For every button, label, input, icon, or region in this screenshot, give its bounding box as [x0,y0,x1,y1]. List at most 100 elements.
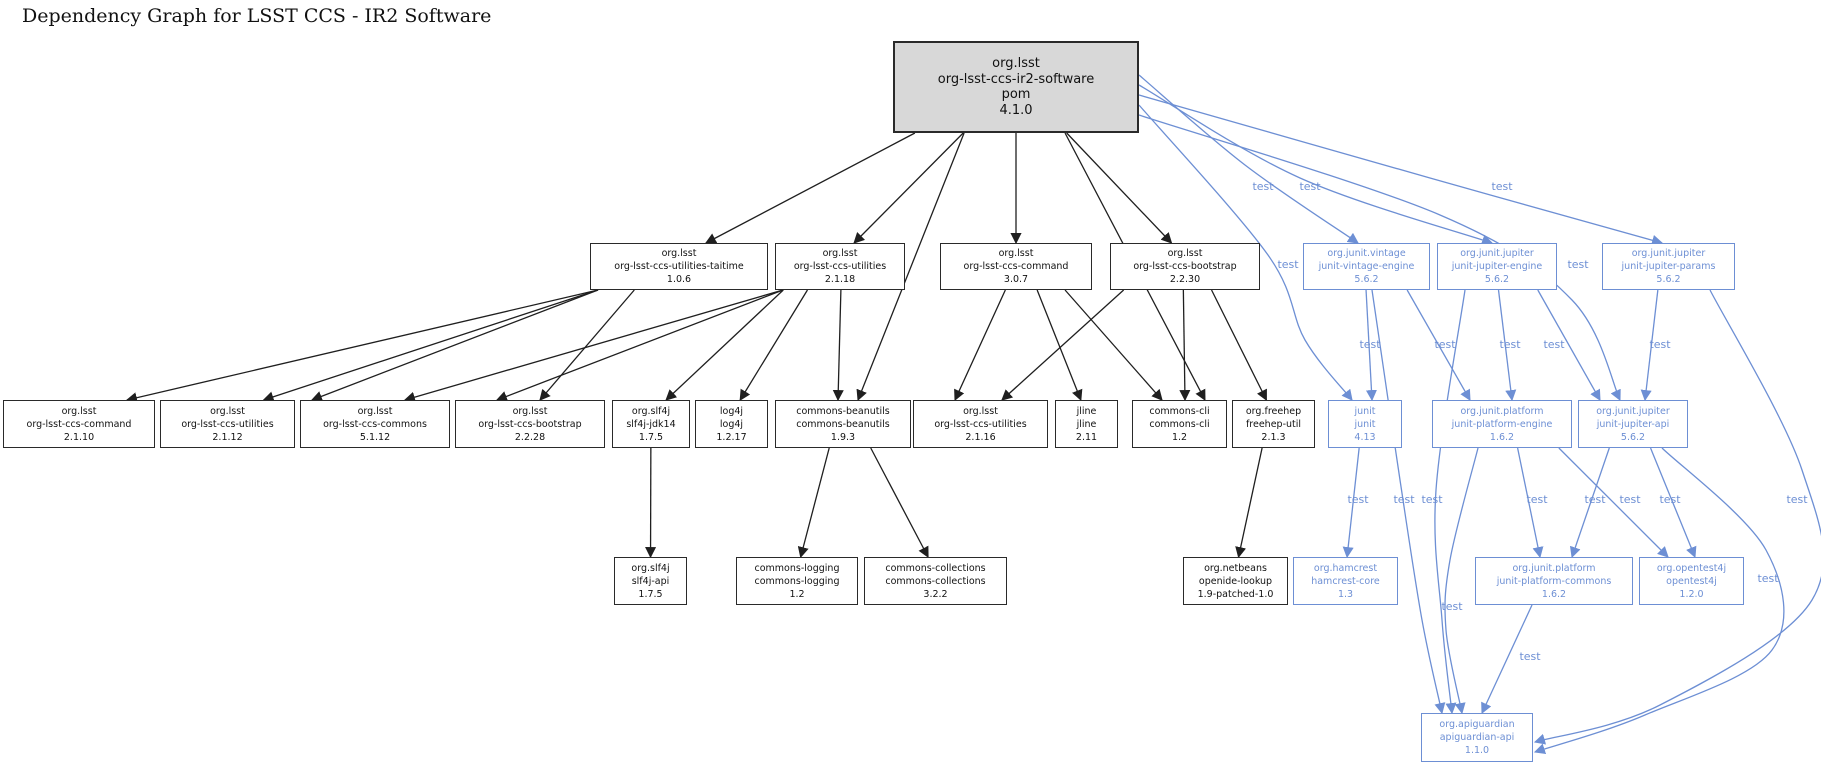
node-line: org.lsst [992,56,1040,71]
edge-utilities18-commons5112 [403,289,784,403]
node-line: 1.7.5 [638,431,664,443]
node-line: log4j [719,418,744,430]
node-line: 1.6.2 [1489,431,1515,443]
node-command307: org.lsst org-lsst-ccs-command 3.0.7 [940,243,1092,290]
edge-jupiterparams-apiguardian [1533,289,1821,745]
edge-root-junit413 [1138,104,1353,401]
node-line: commons-logging [754,562,840,574]
edge-utilities18-bootstrap2228 [495,289,784,402]
node-line: org-lsst-ccs-ir2-software [937,71,1095,87]
node-line: junit-platform-commons [1496,575,1612,587]
node-line: org.lsst [661,248,697,259]
node-line: org.junit.platform [1512,562,1596,574]
node-line: 2.1.16 [965,431,996,443]
edge-root-jupiterparams [1138,94,1664,246]
node-line: 1.2 [789,588,805,600]
edge-platformengine-apiguardian [1444,447,1479,715]
node-line: org.lsst [1167,248,1203,259]
edge-jupiterengine-apiguardian [1434,289,1466,715]
node-line: commons-logging [754,575,840,587]
edge-vintage-apiguardian [1371,289,1446,715]
node-line: 1.2 [1171,431,1188,443]
node-line: commons-beanutils [796,418,890,430]
edge-jupiterparams-jupiterapi [1640,289,1659,402]
edge-taitime-commons5112 [310,289,599,402]
edge-beanutils-commonscollections [870,447,929,558]
node-line: 5.1.12 [359,431,391,443]
edge-scope-label: test [1277,258,1299,271]
edge-jupiterengine-jupiterapi [1537,289,1601,401]
node-line: org.hamcrest [1313,562,1378,574]
node-line: org-lsst-ccs-bootstrap [1133,261,1237,272]
edge-root-taitime [704,132,916,244]
edge-scope-label: test [1252,180,1274,193]
node-line: junit [1354,418,1376,430]
node-line: 1.0.6 [666,274,692,285]
node-line: org-lsst-ccs-command [963,261,1069,272]
node-line: org-lsst-ccs-utilities [181,418,274,430]
node-line: 2.1.3 [1261,431,1286,443]
edge-platformengine-platformcommons [1516,447,1544,559]
node-line: org.junit.jupiter [1631,248,1706,259]
node-line: org.lsst [61,405,97,417]
edge-jupiterengine-platformengine [1497,289,1517,402]
node-line: 1.7.5 [638,588,663,600]
node-line: 3.0.7 [1003,274,1029,285]
edge-bootstrap2230-utilities2116 [1001,289,1125,401]
edge-platformcommons-apiguardian [1481,604,1533,715]
node-line: junit-vintage-engine [1318,261,1415,272]
graph-title: Dependency Graph for LSST CCS - IR2 Soft… [22,5,492,27]
node-line: org.apiguardian [1439,719,1515,730]
edge-root-jupiterapi [1138,114,1621,401]
node-line: 2.1.12 [212,431,243,443]
node-line: 5.6.2 [1354,274,1379,285]
node-line: org-lsst-ccs-utilities [793,261,887,272]
node-line: org.lsst [998,248,1034,259]
node-line: 1.2.17 [716,431,747,443]
edge-junit413-hamcrest [1342,447,1360,559]
edge-scope-label: test [1757,572,1779,585]
node-line: hamcrest-core [1311,575,1380,587]
edge-root-bootstrap2230 [1066,132,1173,244]
node-line: junit-jupiter-api [1596,418,1670,430]
edge-command307-cli [1064,289,1163,401]
node-line: 5.6.2 [1620,431,1646,443]
node-line: org.lsst [963,405,998,417]
edge-freehep-openide [1235,447,1263,559]
edge-scope-label: test [1441,600,1463,613]
node-line: org-lsst-ccs-commons [323,418,427,430]
node-line: junit-platform-engine [1451,418,1553,430]
node-line: 1.6.2 [1541,588,1567,600]
edge-scope-label: test [1543,338,1565,351]
edge-root-utilities18 [853,132,964,244]
edge-bootstrap2230-cli [1179,289,1191,402]
node-line: org.junit.jupiter [1596,405,1670,417]
node-line: commons-beanutils [796,405,890,417]
node-line: org.slf4j [631,405,671,417]
edge-scope-label: test [1584,493,1606,506]
node-line: 5.6.2 [1656,274,1681,285]
edge-scope-label: test [1434,338,1456,351]
node-line: 4.13 [1354,431,1376,443]
node-line: 3.2.2 [923,588,948,600]
node-line: org-lsst-ccs-command [26,418,132,430]
node-line: jline [1076,405,1097,417]
